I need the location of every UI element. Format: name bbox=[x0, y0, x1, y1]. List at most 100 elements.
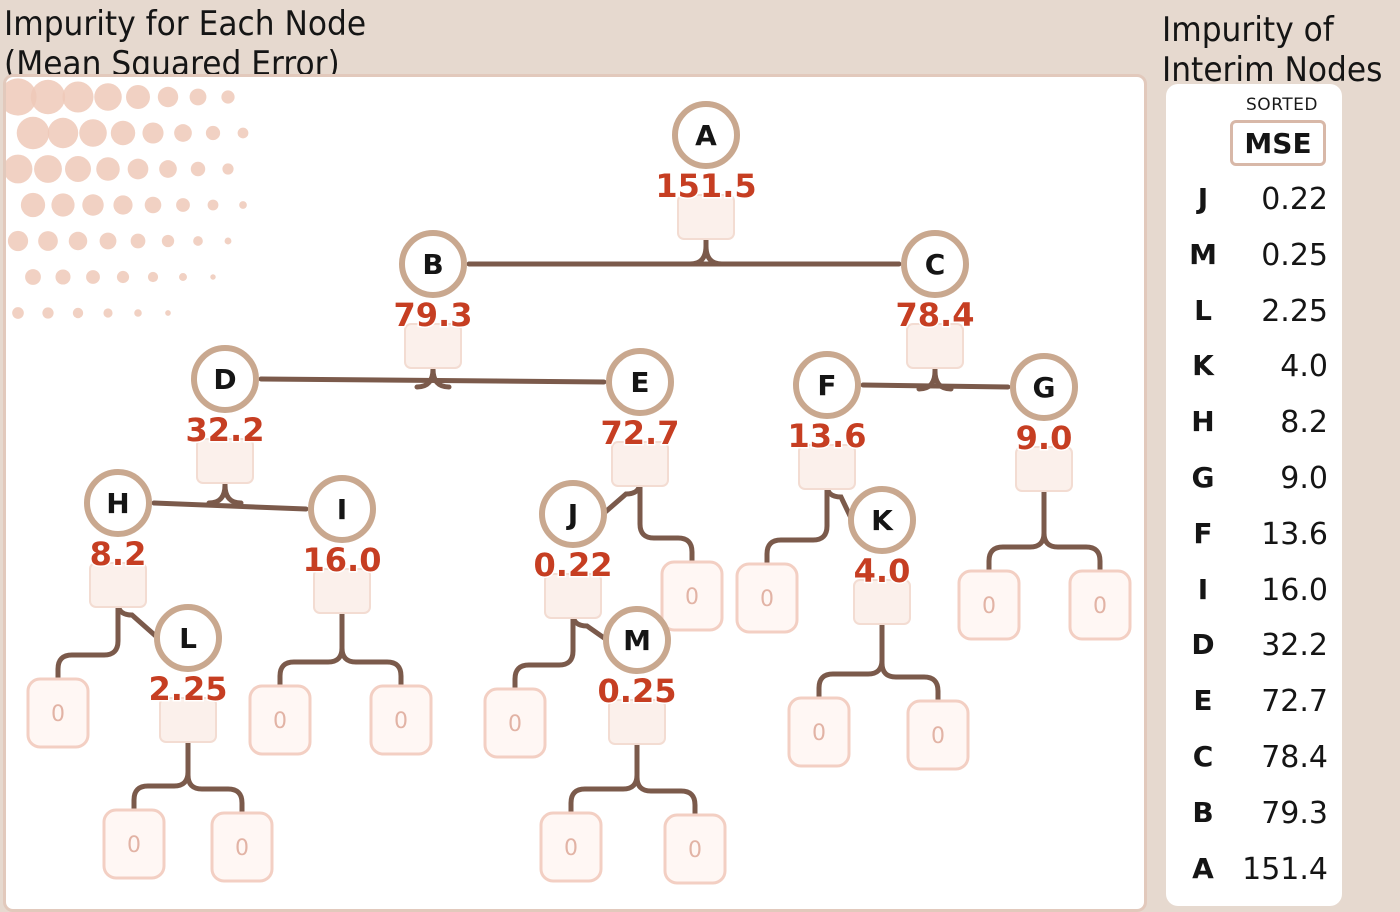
node-letter: L bbox=[179, 622, 197, 655]
leaf-box bbox=[102, 808, 166, 880]
leaf-value: 0 bbox=[564, 836, 578, 861]
decor-dot bbox=[190, 161, 206, 177]
node-circle bbox=[603, 606, 671, 674]
ranking-node-name: C bbox=[1192, 739, 1214, 773]
node-mse-value: 0.25 bbox=[598, 672, 677, 710]
leaf-value: 0 bbox=[760, 587, 774, 612]
node-letter: F bbox=[817, 369, 836, 402]
leaf-edge bbox=[339, 578, 404, 691]
ranking-node-name: A bbox=[1192, 851, 1214, 885]
ranking-mse-value: 0.22 bbox=[1261, 182, 1328, 217]
mse-label-box bbox=[159, 697, 217, 743]
ranking-node-name: D bbox=[1191, 628, 1215, 662]
decor-dot bbox=[210, 274, 216, 280]
mse-label-box bbox=[544, 573, 602, 619]
leaf-edge bbox=[1041, 456, 1103, 576]
node-mse-value: 0.22 bbox=[534, 546, 613, 584]
decor-dot bbox=[205, 125, 221, 141]
node-circle bbox=[606, 348, 674, 416]
leaf-value: 0 bbox=[812, 721, 826, 746]
leaf-box bbox=[660, 560, 724, 632]
mse-label-box bbox=[853, 579, 911, 625]
node-circle bbox=[901, 230, 969, 298]
node-letter: A bbox=[695, 119, 717, 152]
decor-dot bbox=[222, 163, 234, 175]
decor-dot bbox=[82, 194, 104, 216]
decor-dot bbox=[142, 122, 164, 144]
leaf-value: 0 bbox=[931, 724, 945, 749]
node-mse-value: 9.0 bbox=[1016, 419, 1073, 457]
stem-edge bbox=[687, 206, 725, 267]
leaf-value: 0 bbox=[1093, 594, 1107, 619]
decor-dot bbox=[126, 85, 150, 109]
decor-dot bbox=[176, 198, 190, 212]
decor-dot bbox=[47, 117, 79, 149]
leaf-box bbox=[539, 811, 603, 883]
decor-dot bbox=[239, 201, 247, 209]
ranking-mse-value: 78.4 bbox=[1261, 739, 1328, 775]
decor-dot bbox=[179, 273, 187, 281]
leaf-box bbox=[248, 684, 312, 756]
ranking-mse-value: 0.25 bbox=[1261, 237, 1328, 273]
decor-dot bbox=[165, 310, 171, 316]
decor-dot bbox=[62, 81, 94, 113]
decor-dot bbox=[161, 234, 175, 248]
node-mse-value: 16.0 bbox=[303, 541, 382, 579]
mse-label-box bbox=[611, 441, 669, 487]
ranking-mse-value: 79.3 bbox=[1261, 795, 1328, 831]
leaf-edge bbox=[55, 572, 121, 684]
decor-dot bbox=[134, 309, 142, 317]
leaf-box bbox=[369, 684, 433, 756]
node-mse-value: 151.5 bbox=[655, 167, 756, 205]
decor-dot bbox=[189, 88, 207, 106]
leaf-box bbox=[483, 687, 547, 759]
node-letter: H bbox=[106, 487, 129, 520]
leaf-box bbox=[26, 677, 90, 749]
ranking-mse-value: 151.4 bbox=[1242, 851, 1328, 887]
node-circle bbox=[399, 230, 467, 298]
node-mse-value: 78.4 bbox=[896, 296, 975, 334]
node-mse-value: 13.6 bbox=[788, 417, 867, 455]
leaf-value: 0 bbox=[982, 594, 996, 619]
node-mse-value: 8.2 bbox=[90, 535, 147, 573]
ranking-mse-value: 4.0 bbox=[1280, 349, 1328, 385]
node-circle bbox=[308, 475, 376, 543]
mse-label-box bbox=[404, 323, 462, 369]
leaf-edge bbox=[637, 451, 695, 567]
ranking-mse-value: 16.0 bbox=[1261, 572, 1328, 608]
decor-dot bbox=[16, 116, 50, 150]
mse-label-box bbox=[313, 568, 371, 614]
ranking-node-name: H bbox=[1191, 405, 1215, 439]
decor-dot bbox=[6, 154, 33, 184]
stem-edge bbox=[206, 450, 244, 506]
stem-edge bbox=[414, 335, 452, 390]
decor-dot bbox=[127, 158, 149, 180]
leaf-edge bbox=[764, 454, 830, 569]
stem-edge bbox=[916, 335, 954, 392]
leaf-box bbox=[1068, 569, 1132, 641]
decor-dot bbox=[38, 231, 58, 251]
decor-dot bbox=[94, 83, 122, 111]
ranking-mse-value: 72.7 bbox=[1261, 684, 1328, 720]
decor-dot bbox=[79, 119, 107, 147]
mse-label-box bbox=[1015, 446, 1073, 492]
decor-dot bbox=[86, 270, 100, 284]
mse-sort-button[interactable]: MSE bbox=[1230, 120, 1326, 166]
chart-title-line1: Impurity for Each Node bbox=[4, 4, 367, 44]
node-letter: E bbox=[630, 366, 649, 399]
decor-dot bbox=[157, 86, 179, 108]
leaf-edge bbox=[634, 709, 698, 820]
mse-label-box bbox=[608, 699, 666, 745]
leaf-edge bbox=[879, 589, 941, 706]
ranking-node-name: F bbox=[1193, 516, 1213, 550]
node-mse-value: 4.0 bbox=[854, 552, 911, 590]
node-letter: I bbox=[337, 493, 347, 526]
